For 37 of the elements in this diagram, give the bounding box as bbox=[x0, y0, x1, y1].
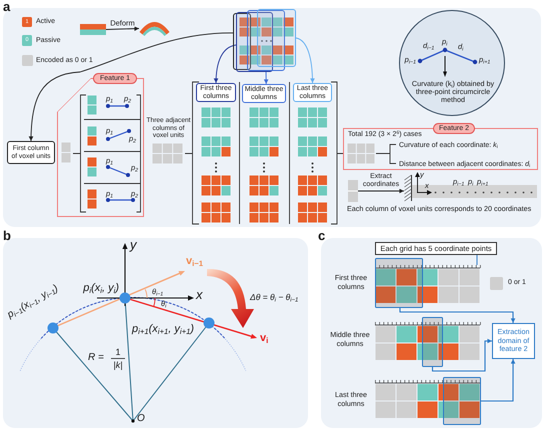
selection-outline bbox=[236, 12, 273, 72]
point-label: O bbox=[137, 413, 145, 424]
voxel-strip-drawing bbox=[375, 380, 480, 419]
arrow bbox=[399, 308, 516, 323]
axis-label: y bbox=[130, 238, 136, 253]
arrow bbox=[264, 70, 268, 84]
selection-outline bbox=[257, 9, 296, 67]
formula-label: R = bbox=[88, 352, 104, 364]
arrow bbox=[481, 359, 516, 402]
vector-label: v$_{i−1}$ bbox=[186, 255, 204, 268]
voxel-strip-drawing bbox=[375, 265, 480, 304]
arrow bbox=[296, 38, 315, 84]
highlight-frame bbox=[422, 317, 443, 367]
arrow bbox=[358, 188, 404, 194]
bent-strip bbox=[139, 21, 170, 36]
arrow bbox=[106, 26, 140, 31]
fixed-support-icon bbox=[404, 175, 412, 201]
voxel-strip-drawing bbox=[375, 322, 480, 361]
arrow bbox=[214, 44, 236, 84]
point-label: p$_{i}$(x$_{i}$, y$_{i}$) bbox=[83, 282, 119, 295]
formula-label: |k| bbox=[113, 360, 123, 370]
arrow bbox=[28, 32, 234, 142]
panel-label: b bbox=[3, 229, 11, 244]
arrow bbox=[432, 338, 492, 372]
vector-label: v$_{i}$ bbox=[260, 332, 268, 345]
bilayer-strip bbox=[80, 24, 106, 35]
formula-label: 1 bbox=[116, 347, 120, 358]
highlight-frame bbox=[443, 377, 481, 425]
selection-outline bbox=[247, 10, 285, 71]
leader-line bbox=[476, 254, 478, 266]
formula-label: Δθ = θ$_{i}$ − θ$_{i−1}$ bbox=[250, 293, 298, 303]
point-label: p$_{i+1}$(x$_{i+1}$, y$_{i+1}$) bbox=[132, 323, 194, 336]
highlight-frame bbox=[375, 258, 423, 308]
voxel-column-tile bbox=[348, 180, 358, 202]
panel-label: a bbox=[3, 0, 10, 15]
panel-label: c bbox=[318, 229, 326, 244]
axis-label: x bbox=[196, 288, 202, 303]
